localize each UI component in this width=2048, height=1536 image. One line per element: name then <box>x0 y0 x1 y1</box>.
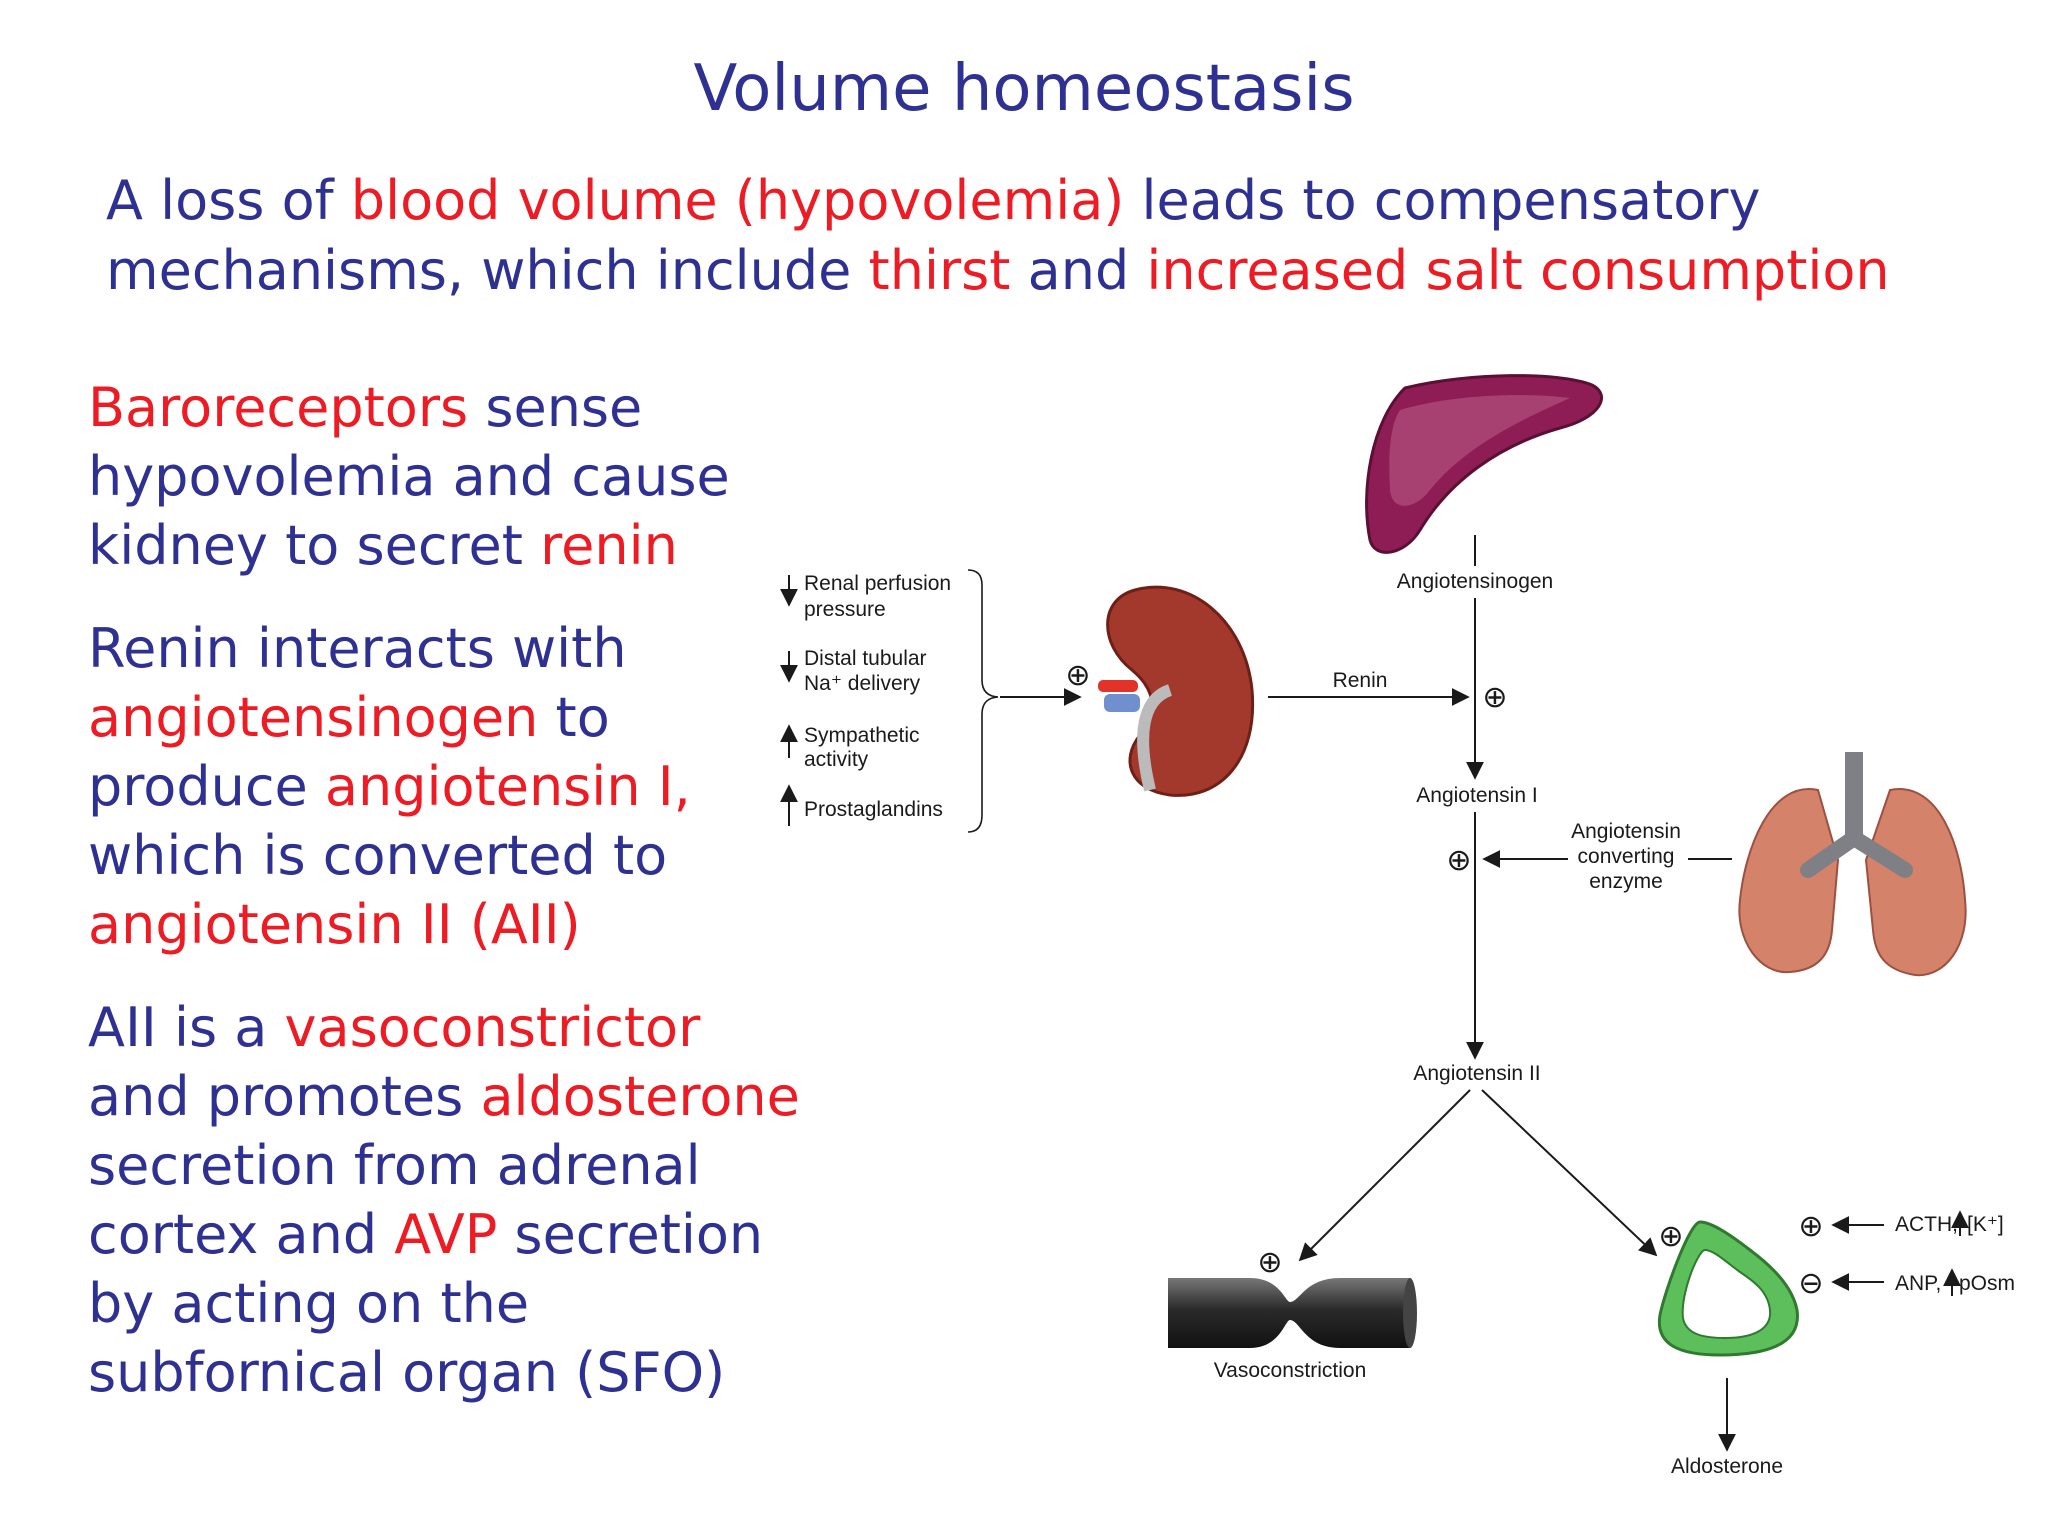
to-adrenal-arrow <box>1481 1089 1658 1257</box>
para2-text-4: produce <box>88 755 325 818</box>
angiotensin2-term: angiotensin II (AII) <box>88 893 581 956</box>
posm-label: pOsm <box>1959 1272 2015 1295</box>
intro-highlight-thirst: thirst <box>868 239 1011 302</box>
para3-text-8: secretion <box>497 1203 764 1266</box>
para3-text-1: AII is a <box>88 996 285 1059</box>
stimulus-label: Prostaglandins <box>804 798 943 821</box>
stimulus-label: Distal tubular <box>804 647 927 670</box>
stimuli-list: Renal perfusion pressure Distal tubular … <box>780 569 999 833</box>
plus-icon: ⊕ <box>1257 1245 1282 1280</box>
para2-text-6: which is converted to <box>88 824 668 887</box>
lungs-icon <box>1738 752 1967 977</box>
aldosterone-term: aldosterone <box>480 1065 800 1128</box>
stimulus-label: Na⁺ delivery <box>804 672 921 695</box>
liver-icon <box>1365 374 1603 554</box>
stimulus-prostaglandins: Prostaglandins <box>780 784 943 826</box>
intro-text-6: and <box>1010 239 1147 302</box>
baroreceptors-term: Baroreceptors <box>88 376 469 439</box>
plus-icon: ⊕ <box>1658 1219 1683 1254</box>
para3-text-9: by acting on the <box>88 1272 530 1335</box>
intro-highlight-salt: increased salt consumption <box>1146 239 1890 302</box>
para1-text-4: kidney to secret <box>88 514 541 577</box>
slide-title: Volume homeostasis <box>693 52 1355 126</box>
intro-text-4: mechanisms, which include <box>106 239 869 302</box>
stimulus-distal-tubular: Distal tubular Na⁺ delivery <box>780 647 927 695</box>
para1-text-2: sense <box>468 376 643 439</box>
minus-icon: ⊖ <box>1798 1266 1823 1301</box>
intro-highlight-hypovolemia: blood volume (hypovolemia) <box>350 169 1125 232</box>
para3-text-3: and promotes <box>88 1065 481 1128</box>
vasoconstrictor-term: vasoconstrictor <box>284 996 701 1059</box>
para1-text-3: hypovolemia and cause <box>88 445 730 508</box>
to-vasoconstriction-arrow <box>1298 1089 1471 1262</box>
para3-text-6: cortex and <box>88 1203 395 1266</box>
stimuli-brace <box>967 569 999 833</box>
stimulus-label: Sympathetic <box>804 724 920 747</box>
kidney-icon <box>1098 585 1255 797</box>
anp-label: ANP, <box>1895 1272 1941 1295</box>
renin-term: renin <box>540 514 678 577</box>
renin-label: Renin <box>1333 669 1388 692</box>
angiotensin1-term: angiotensin I, <box>324 755 691 818</box>
acth-label: ACTH, <box>1895 1213 1958 1236</box>
angiotensin1-label: Angiotensin I <box>1416 784 1537 807</box>
intro-text-3: leads to compensatory <box>1124 169 1761 232</box>
stimulus-label: Renal perfusion <box>804 572 951 595</box>
ace-label-1: Angiotensin <box>1571 820 1681 843</box>
para2-text-1: Renin interacts with <box>88 617 627 680</box>
vasoconstriction-label: Vasoconstriction <box>1214 1359 1367 1382</box>
angiotensinogen-label: Angiotensinogen <box>1397 570 1553 593</box>
angiotensin2-label: Angiotensin II <box>1413 1062 1540 1085</box>
plus-icon: ⊕ <box>1798 1209 1823 1244</box>
aii-paragraph: AII is a vasoconstrictor and promotes al… <box>88 993 808 1407</box>
para3-text-10: subfornical organ (SFO) <box>88 1341 726 1404</box>
para2-text-3: to <box>538 686 610 749</box>
plus-icon: ⊕ <box>1482 680 1507 715</box>
avp-term: AVP <box>394 1203 498 1266</box>
aldosterone-label: Aldosterone <box>1671 1455 1783 1478</box>
potassium-label: [K⁺] <box>1967 1213 2004 1236</box>
ace-label-3: enzyme <box>1589 870 1663 893</box>
ace-label-2: converting <box>1578 845 1675 868</box>
stimulus-label: activity <box>804 748 869 771</box>
angiotensinogen-term: angiotensinogen <box>88 686 539 749</box>
intro-text-1: A loss of <box>106 169 351 232</box>
plus-icon: ⊕ <box>1446 843 1471 878</box>
renin-paragraph: Renin interacts with angiotensinogen to … <box>88 614 808 959</box>
stimulus-sympathetic: Sympathetic activity <box>780 724 920 771</box>
stimulus-label: pressure <box>804 598 886 621</box>
para3-text-5: secretion from adrenal <box>88 1134 701 1197</box>
baroreceptor-paragraph: Baroreceptors sense hypovolemia and caus… <box>88 373 808 580</box>
adrenal-gland-icon <box>1657 1220 1799 1357</box>
intro-text: A loss of blood volume (hypovolemia) lea… <box>106 166 1986 306</box>
stimulus-renal-perfusion: Renal perfusion pressure <box>780 572 951 621</box>
plus-icon: ⊕ <box>1065 658 1090 693</box>
blood-vessel-icon <box>1168 1278 1417 1348</box>
